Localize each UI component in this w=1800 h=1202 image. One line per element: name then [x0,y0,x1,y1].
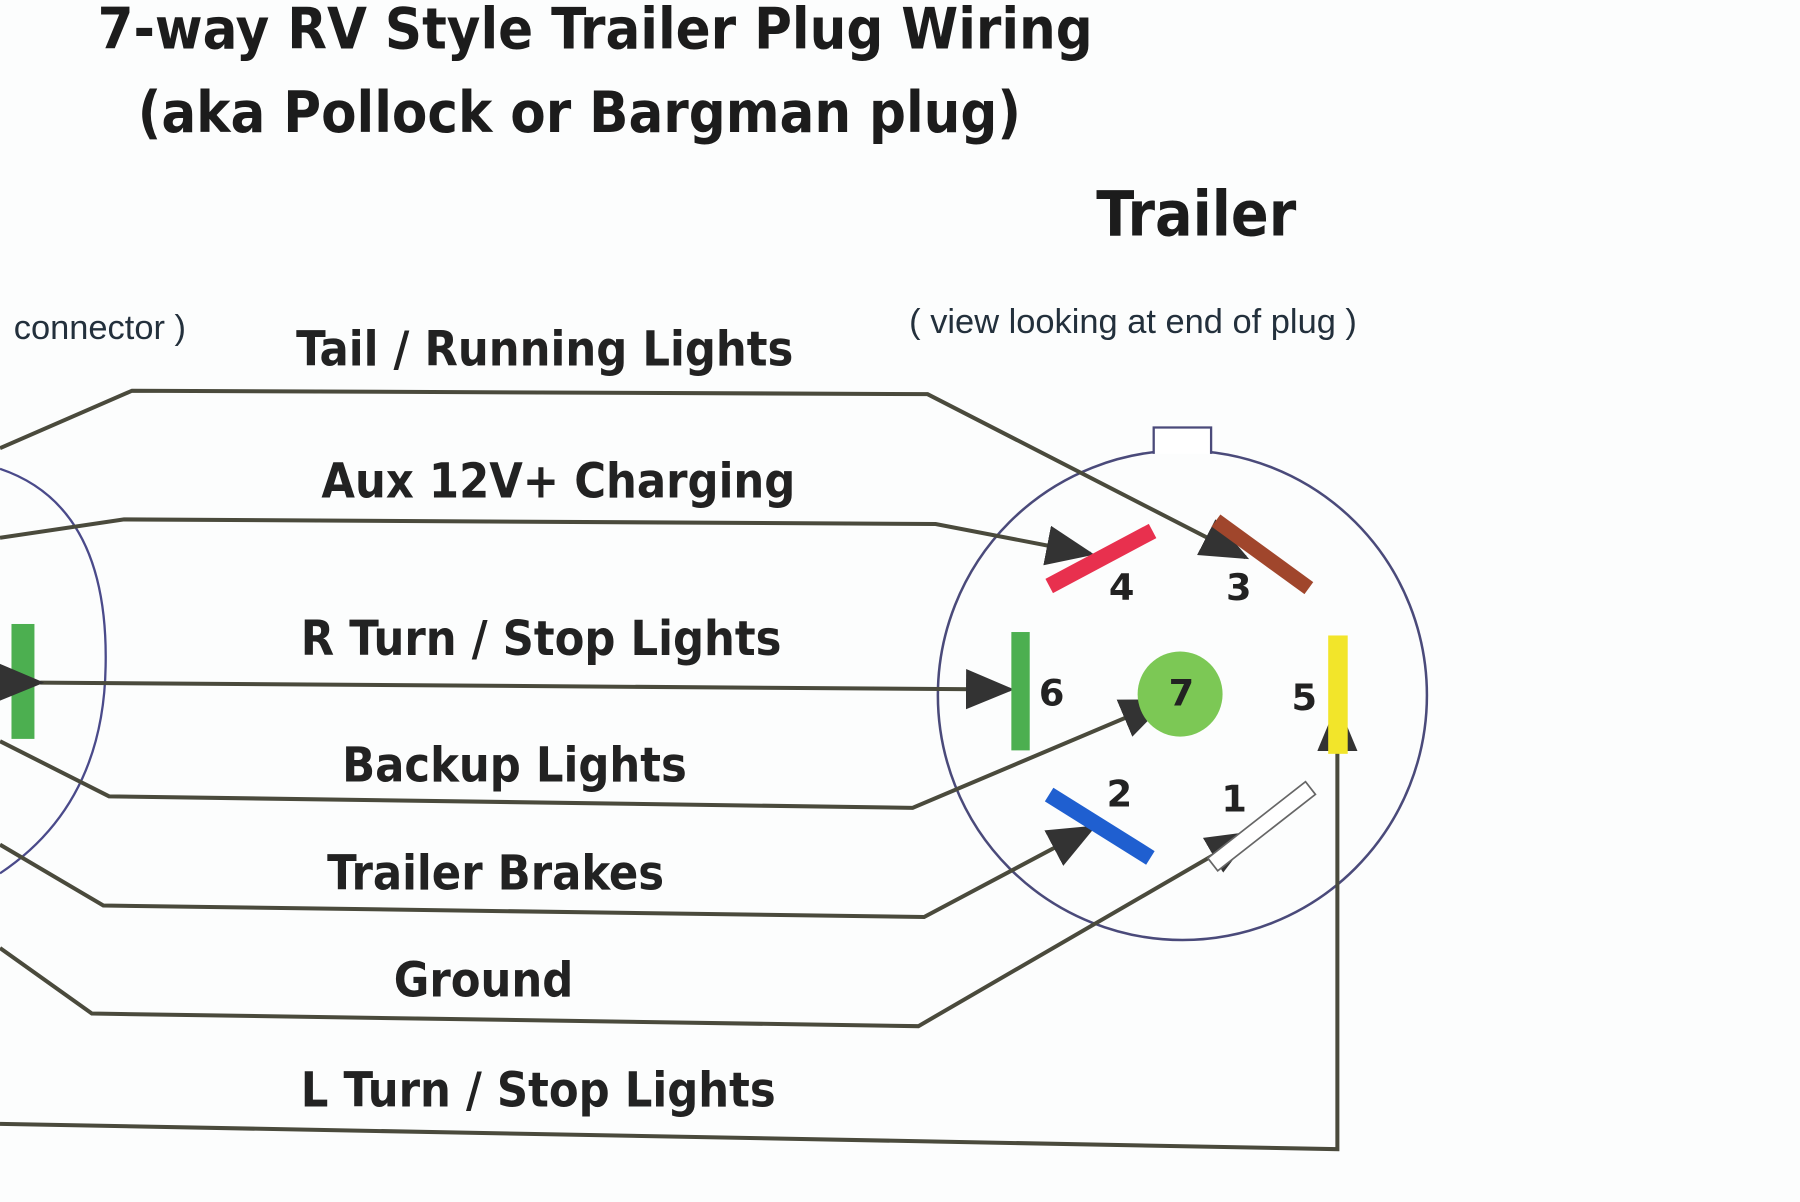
wire-l-turn-stop [0,702,1358,1152]
wire-trailer-brakes [0,825,1097,920]
plug-key-notch [1152,426,1213,454]
pin-5 [1328,635,1348,754]
wire-tail-running [0,388,1250,560]
label-tail-running: Tail / Running Lights [296,321,793,377]
pin-number-5: 5 [1291,676,1317,719]
pin-6 [1011,632,1030,751]
title-line-1: 7-way RV Style Trailer Plug Wiring [98,0,1093,62]
wire-r-turn-stop [0,662,1015,710]
label-r-turn-stop: R Turn / Stop Lights [301,611,782,667]
pin-number-3: 3 [1226,566,1252,609]
label-ground: Ground [394,952,574,1008]
pin-number-1: 1 [1221,777,1247,820]
wire-ground [0,831,1255,1029]
trailer-heading: Trailer [1096,178,1296,251]
pin-7 [1137,651,1223,737]
left-connector-note: connector ) [14,309,186,347]
pin-number-4: 4 [1109,566,1135,609]
label-l-turn-stop: L Turn / Stop Lights [301,1063,776,1119]
pin-number-7: 7 [1169,672,1195,715]
vehicle-pin-green [11,623,35,739]
pin-2 [1044,787,1155,865]
pin-3 [1211,514,1314,595]
title-line-2: (aka Pollock or Bargman plug) [138,79,1021,146]
label-trailer-brakes: Trailer Brakes [327,845,664,901]
wire-aux-charging [0,517,1095,566]
pin-4 [1045,523,1157,594]
pin-number-6: 6 [1039,672,1065,715]
pin-1 [1206,780,1317,872]
pin-number-2: 2 [1107,773,1133,816]
label-backup: Backup Lights [342,737,687,793]
wire-backup [0,699,1169,810]
label-aux-charging: Aux 12V+ Charging [321,454,795,510]
trailer-note: ( view looking at end of plug ) [909,303,1357,341]
